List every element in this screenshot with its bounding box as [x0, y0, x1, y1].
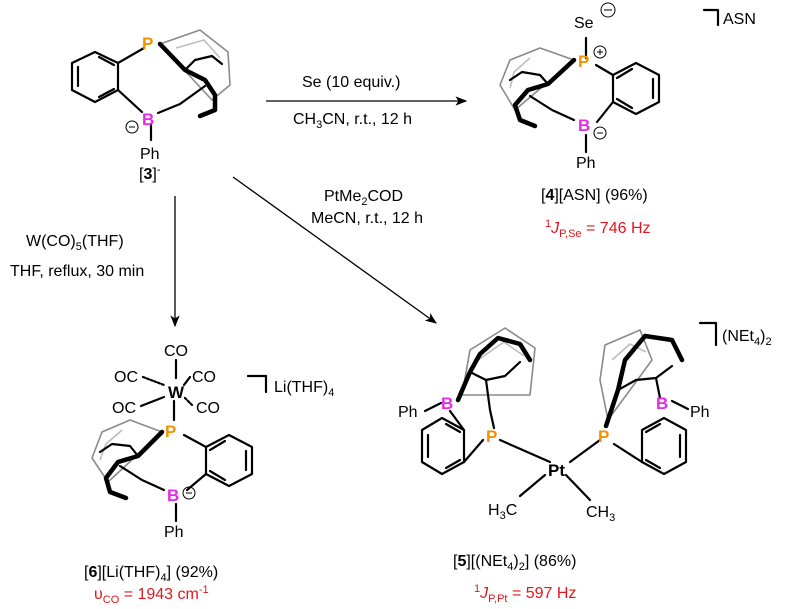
boron-atom-5-left: B	[441, 394, 453, 413]
boron-atom-5-right: B	[656, 394, 668, 413]
tungsten-atom: W	[168, 383, 185, 402]
co-ligand-upper-left: OC	[114, 369, 138, 386]
w-reagent: W(CO)5(THF)	[26, 233, 124, 253]
co-ligand-lower-right: CO	[196, 400, 220, 417]
counterion-5: (NEt4)2	[722, 328, 772, 348]
methyl-right: CH3	[586, 504, 615, 524]
benzo-ring-right-5	[640, 416, 688, 476]
bracket-6	[246, 374, 268, 394]
compound-6-structure: CO OC CO W OC CO Li(THF)4 P B Ph [6][Li(…	[84, 343, 334, 606]
phosphorus-atom-3: P	[142, 34, 153, 53]
co-ligand-lower-left: OC	[112, 400, 136, 417]
phenyl-4: Ph	[576, 155, 596, 172]
boron-atom-3: B	[142, 110, 154, 129]
platinum-atom: Pt	[548, 461, 565, 480]
phosphorus-atom-4: P	[578, 52, 589, 71]
negative-charge-3	[125, 120, 139, 134]
compound-3-label: [3]-	[139, 164, 161, 183]
selenium-atom: Se	[574, 15, 594, 32]
arrow-3-to-5	[232, 176, 437, 324]
counterion-6: Li(THF)4	[274, 379, 334, 399]
compound-4-structure: Se ASN P B Ph [4][ASN] (96%) 1JP,Se = 74…	[499, 2, 756, 240]
phenyl-6: Ph	[164, 524, 184, 541]
pt-conditions: MeCN, r.t., 12 h	[311, 210, 423, 227]
compound-5-label: [5][(NEt4)2] (86%)	[453, 553, 576, 573]
w-conditions: THF, reflux, 30 min	[10, 263, 144, 280]
se-conditions: CH3CN, r.t., 12 h	[293, 111, 412, 131]
pt-reagent: PtMe2COD	[324, 188, 403, 208]
se-reagent: Se (10 equiv.)	[302, 74, 400, 91]
coupling-constant-pse: 1JP,Se = 746 Hz	[545, 218, 651, 240]
compound-4-label: [4][ASN] (96%)	[541, 187, 648, 204]
co-ligand-top: CO	[164, 343, 188, 360]
coupling-constant-ppt: 1JP,Pt = 597 Hz	[474, 583, 576, 605]
boron-atom-4: B	[578, 116, 590, 135]
bracket-5	[698, 321, 718, 347]
ir-stretch-co: υCO = 1943 cm-1	[94, 584, 209, 606]
phosphorus-atom-5-left: P	[486, 427, 497, 446]
phenyl-5-left: Ph	[398, 404, 418, 421]
counterion-4: ASN	[723, 11, 756, 28]
methyl-left: H3C	[488, 502, 517, 522]
phosphorus-atom-6: P	[165, 422, 176, 441]
compound-5-structure: (NEt4)2 Ph B P Pt H3C CH3 P B Ph	[398, 321, 772, 605]
compound-3-structure: P B Ph [3]-	[70, 29, 231, 183]
phosphorus-atom-5-right: P	[598, 427, 609, 446]
phenyl-3: Ph	[140, 146, 160, 163]
boron-atom-6: B	[167, 486, 179, 505]
compound-6-label: [6][Li(THF)4] (92%)	[84, 564, 218, 584]
co-ligand-upper-right: CO	[192, 369, 216, 386]
bracket-4	[702, 8, 720, 27]
ghost-ring	[159, 29, 231, 101]
phenyl-5-right: Ph	[690, 404, 710, 421]
